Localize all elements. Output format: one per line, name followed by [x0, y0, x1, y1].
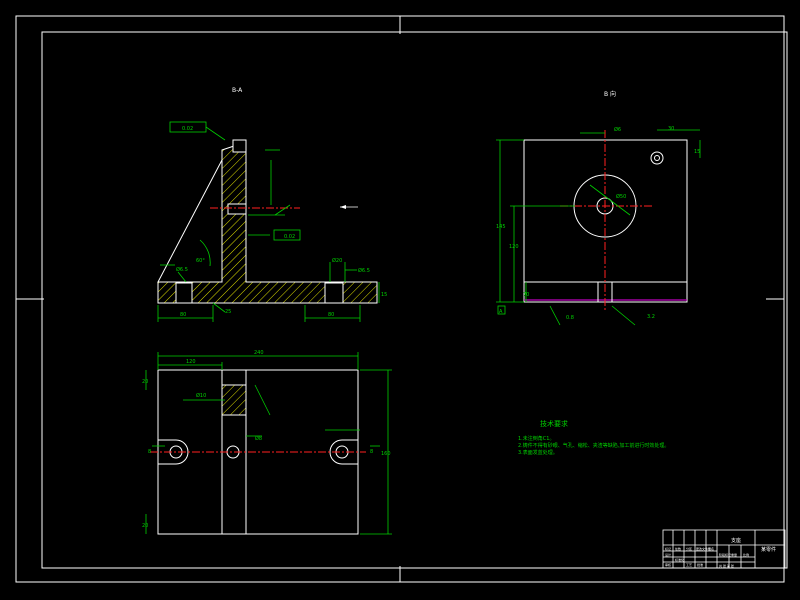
side-base-height-dim: 70	[523, 292, 529, 298]
side-datum-label: A	[499, 309, 503, 315]
top-section-hatch	[221, 384, 247, 416]
top-upper-width-dim: 120	[186, 359, 196, 365]
title-drawing-code: 某零件	[761, 546, 776, 553]
title-right-label-2: 重量	[731, 552, 737, 557]
front-dimension-lines	[157, 149, 380, 322]
side-height-dim: 145	[496, 224, 506, 230]
front-slot-dim: Ø20	[332, 257, 342, 264]
title-row-label-5: 签名	[708, 546, 714, 551]
title-row2-label-1: 设计	[665, 552, 671, 557]
tech-note-1: 1.未注倒角C1。	[518, 435, 554, 442]
top-left-offset-dim: 20	[142, 379, 148, 385]
side-roughness-right: 3.2	[647, 314, 655, 320]
side-datum-box	[497, 305, 506, 315]
top-slot-left-dim: 8	[148, 449, 151, 455]
front-base-right-dim: 80	[328, 312, 334, 318]
top-dimension-lines	[145, 352, 392, 535]
top-view: 240 120 160 20 20 Ø8 8 8 Ø10	[142, 350, 392, 535]
front-hatched-section	[157, 141, 378, 304]
title-row2-label-5: 批准	[697, 562, 703, 567]
tech-note-3: 3.表面发蓝处理。	[518, 449, 558, 456]
front-base-hole-left	[175, 282, 193, 304]
title-row-label-4: 更改文件号	[696, 546, 711, 551]
front-parallel-value: 0.02	[182, 126, 193, 132]
drawing-frame	[15, 15, 788, 583]
top-mid-hole-dim: Ø8	[255, 435, 262, 442]
side-view: B 向 A 145 120 70 Ø50 30	[496, 90, 701, 326]
front-top-step	[232, 139, 247, 153]
front-base-hole-right	[324, 282, 344, 304]
front-parallel-leader	[205, 126, 226, 141]
front-hole-right-dim: Ø6.5	[358, 267, 370, 274]
top-bottom-offset-dim: 20	[142, 523, 148, 529]
side-small-hole-dim: Ø6	[614, 126, 621, 133]
side-small-hole-outer	[650, 151, 664, 165]
side-roughness-left: 0.8	[566, 315, 574, 321]
top-total-width-dim: 240	[254, 350, 264, 356]
front-base-height-dim: 15	[381, 292, 387, 298]
title-row2-label-2: 标准化	[675, 557, 684, 562]
title-row-label-1: 标记	[665, 546, 671, 551]
side-hole-offset-dim: 30	[668, 126, 674, 132]
title-part-name: 支座	[731, 537, 741, 544]
tech-note-2: 2.铸件不得有砂眼、气孔、缩松、夹渣等缺陷,加工前进行时效处理。	[518, 442, 669, 449]
side-dimension-lines	[496, 129, 701, 326]
inner-frame-border	[41, 31, 788, 569]
front-base-left-dim: 80	[180, 312, 186, 318]
tech-notes-title: 技术要求	[540, 419, 568, 428]
side-small-hole-inner	[654, 155, 660, 161]
front-wall-bore	[227, 203, 247, 215]
top-counterbore-dim: Ø10	[196, 392, 206, 399]
front-section-view: B-A	[157, 87, 387, 322]
top-slot-right-dim: 8	[370, 449, 373, 455]
outer-frame-border	[15, 15, 785, 583]
title-row2-label-4: 工艺	[686, 562, 692, 567]
front-perp-frame	[273, 229, 301, 241]
title-sheet-label: 共 张 第 张	[719, 563, 734, 568]
top-depth-dim: 160	[381, 451, 391, 457]
title-right-label-1: 阶段标记	[719, 552, 731, 557]
front-perp-value: 0.02	[284, 234, 295, 240]
title-row-label-3: 分区	[686, 546, 692, 551]
side-big-bore-dim: Ø50	[616, 193, 626, 200]
title-row2-label-3: 审核	[665, 562, 671, 567]
front-rib-outline	[157, 159, 223, 283]
front-view-arrowhead	[340, 205, 346, 209]
front-hole-left-dim: Ø6.5	[176, 266, 188, 273]
front-angle-label: 60°	[196, 258, 205, 264]
side-hole-height-dim: 15	[694, 149, 700, 155]
technical-notes: 技术要求 1.未注倒角C1。 2.铸件不得有砂眼、气孔、缩松、夹渣等缺陷,加工前…	[518, 419, 669, 456]
front-view-label: B-A	[232, 87, 243, 94]
side-lower-height-dim: 120	[509, 244, 519, 250]
side-view-label: B 向	[604, 90, 616, 98]
front-finish-tag: 25	[225, 309, 231, 315]
title-row-label-2: 处数	[675, 546, 681, 551]
title-block	[662, 529, 786, 569]
title-block-border	[662, 529, 786, 569]
title-right-label-3: 比例	[743, 552, 749, 557]
